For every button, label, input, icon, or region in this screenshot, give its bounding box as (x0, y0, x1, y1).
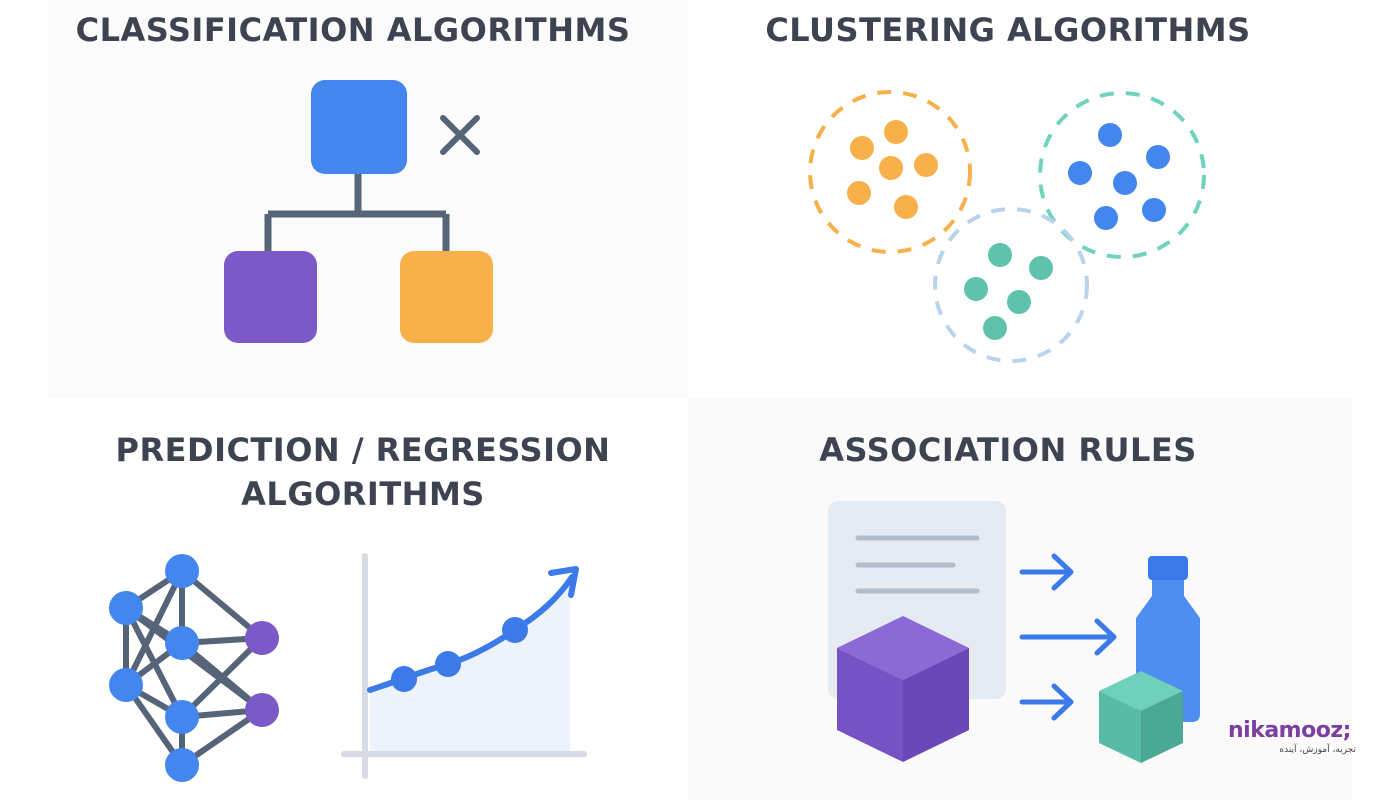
cube-icon (837, 616, 969, 762)
classification-title: CLASSIFICATION ALGORITHMS (75, 11, 631, 49)
clustering-title: CLUSTERING ALGORITHMS (765, 11, 1251, 49)
close-icon (440, 115, 480, 155)
logo-name: nikamooz; (1228, 718, 1351, 743)
trend-chart-icon (341, 553, 587, 779)
association-title: ASSOCIATION RULES (819, 431, 1197, 469)
small-cube-icon (1099, 671, 1183, 763)
tree-diagram-icon (224, 80, 493, 343)
classification-panel (48, 0, 688, 398)
prediction-title-line1: PREDICTION / REGRESSION (115, 431, 611, 469)
orange-cluster-icon (808, 90, 972, 254)
prediction-title-line2: ALGORITHMS (241, 475, 485, 513)
logo-tagline: تجربه، آموزش، آینده (1279, 745, 1356, 755)
association-panel (688, 398, 1352, 800)
nikamooz-logo[interactable]: nikamooz; تجربه، آموزش، آینده (1228, 718, 1368, 756)
teal-cluster-icon (933, 207, 1089, 363)
neural-network-icon (109, 554, 279, 782)
blue-cluster-icon (1038, 91, 1206, 259)
clustering-panel (688, 0, 1352, 398)
prediction-title: PREDICTION / REGRESSION ALGORITHMS (48, 428, 678, 516)
arrow-icon (1019, 553, 1117, 721)
